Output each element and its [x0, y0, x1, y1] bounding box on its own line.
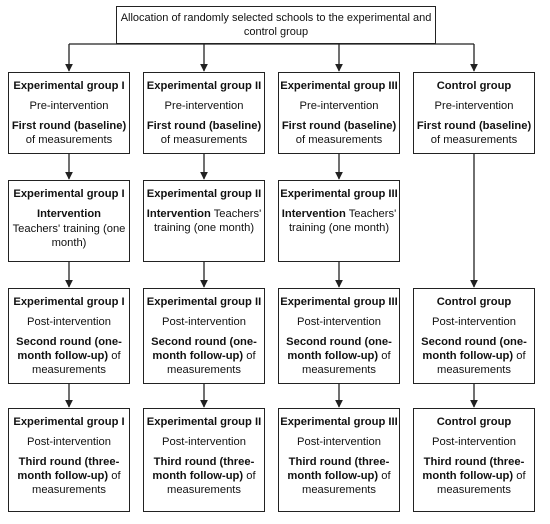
allocation-text: Allocation of randomly selected schools … [120, 12, 432, 38]
phase-label: Post-intervention [432, 316, 516, 328]
round-rest: of measurements [302, 350, 391, 376]
training-text: Teachers' training (one month) [12, 223, 126, 249]
phase-label: Post-intervention [27, 436, 111, 448]
round-rest: of measurements [160, 134, 248, 146]
round-rest: of measurements [32, 470, 121, 496]
phase-label: Pre-intervention [29, 100, 109, 112]
round-rest: of measurements [167, 350, 256, 376]
group-title: Experimental group III [280, 416, 398, 428]
group-title: Experimental group II [146, 416, 262, 428]
round-bold: First round (baseline) [11, 120, 127, 132]
phase-label: Post-intervention [27, 316, 111, 328]
round-bold: Second round (one-month follow-up) [16, 336, 122, 362]
round-bold: Second round (one-month follow-up) [151, 336, 257, 362]
group-title: Experimental group I [13, 188, 125, 200]
exp1-post-box: Experimental group I Post-intervention S… [8, 288, 130, 384]
group-title: Experimental group III [280, 80, 398, 92]
control-post-box: Control group Post-intervention Second r… [413, 288, 535, 384]
phase-label: Post-intervention [162, 436, 246, 448]
round-rest: of measurements [295, 134, 383, 146]
exp2-third-box: Experimental group II Post-intervention … [143, 408, 265, 512]
round-rest: of measurements [167, 470, 256, 496]
exp3-post-box: Experimental group III Post-intervention… [278, 288, 400, 384]
phase-label: Pre-intervention [164, 100, 244, 112]
round-rest: of measurements [32, 350, 121, 376]
round-bold: First round (baseline) [281, 120, 397, 132]
intervention-label: Intervention [281, 208, 346, 220]
group-title: Control group [436, 296, 512, 308]
group-title: Control group [436, 80, 512, 92]
intervention-label: Intervention [146, 208, 211, 220]
exp1-intervention-box: Experimental group I Intervention Teache… [8, 180, 130, 262]
group-title: Experimental group I [13, 416, 125, 428]
round-bold: Second round (one-month follow-up) [421, 336, 527, 362]
round-rest: of measurements [302, 470, 391, 496]
round-bold: Third round (three-month follow-up) [17, 456, 120, 482]
phase-label: Post-intervention [432, 436, 516, 448]
round-bold: Third round (three-month follow-up) [422, 456, 525, 482]
group-title: Experimental group III [280, 296, 398, 308]
round-bold: First round (baseline) [416, 120, 532, 132]
training-text: Teachers' training (one month) [153, 208, 262, 234]
intervention-label: Intervention [36, 208, 102, 220]
exp3-third-box: Experimental group III Post-intervention… [278, 408, 400, 512]
round-rest: of measurements [437, 350, 526, 376]
phase-label: Post-intervention [297, 316, 381, 328]
group-title: Experimental group II [146, 188, 262, 200]
exp2-pre-box: Experimental group II Pre-intervention F… [143, 72, 265, 154]
group-title: Experimental group II [146, 296, 262, 308]
exp2-intervention-box: Experimental group II Intervention Teach… [143, 180, 265, 262]
round-bold: Third round (three-month follow-up) [152, 456, 255, 482]
phase-label: Pre-intervention [299, 100, 379, 112]
group-title: Control group [436, 416, 512, 428]
exp3-pre-box: Experimental group III Pre-intervention … [278, 72, 400, 154]
exp3-intervention-box: Experimental group III Intervention Teac… [278, 180, 400, 262]
round-bold: Second round (one-month follow-up) [286, 336, 392, 362]
round-rest: of measurements [430, 134, 518, 146]
round-rest: of measurements [437, 470, 526, 496]
phase-label: Post-intervention [162, 316, 246, 328]
round-bold: First round (baseline) [146, 120, 262, 132]
round-rest: of measurements [25, 134, 113, 146]
allocation-box: Allocation of randomly selected schools … [116, 6, 436, 44]
phase-label: Post-intervention [297, 436, 381, 448]
exp1-pre-box: Experimental group I Pre-intervention Fi… [8, 72, 130, 154]
control-pre-box: Control group Pre-intervention First rou… [413, 72, 535, 154]
group-title: Experimental group I [13, 80, 125, 92]
group-title: Experimental group III [280, 188, 398, 200]
group-title: Experimental group I [13, 296, 125, 308]
exp2-post-box: Experimental group II Post-intervention … [143, 288, 265, 384]
phase-label: Pre-intervention [434, 100, 514, 112]
round-bold: Third round (three-month follow-up) [287, 456, 390, 482]
control-third-box: Control group Post-intervention Third ro… [413, 408, 535, 512]
group-title: Experimental group II [146, 80, 262, 92]
exp1-third-box: Experimental group I Post-intervention T… [8, 408, 130, 512]
training-text: Teachers' training (one month) [288, 208, 397, 234]
